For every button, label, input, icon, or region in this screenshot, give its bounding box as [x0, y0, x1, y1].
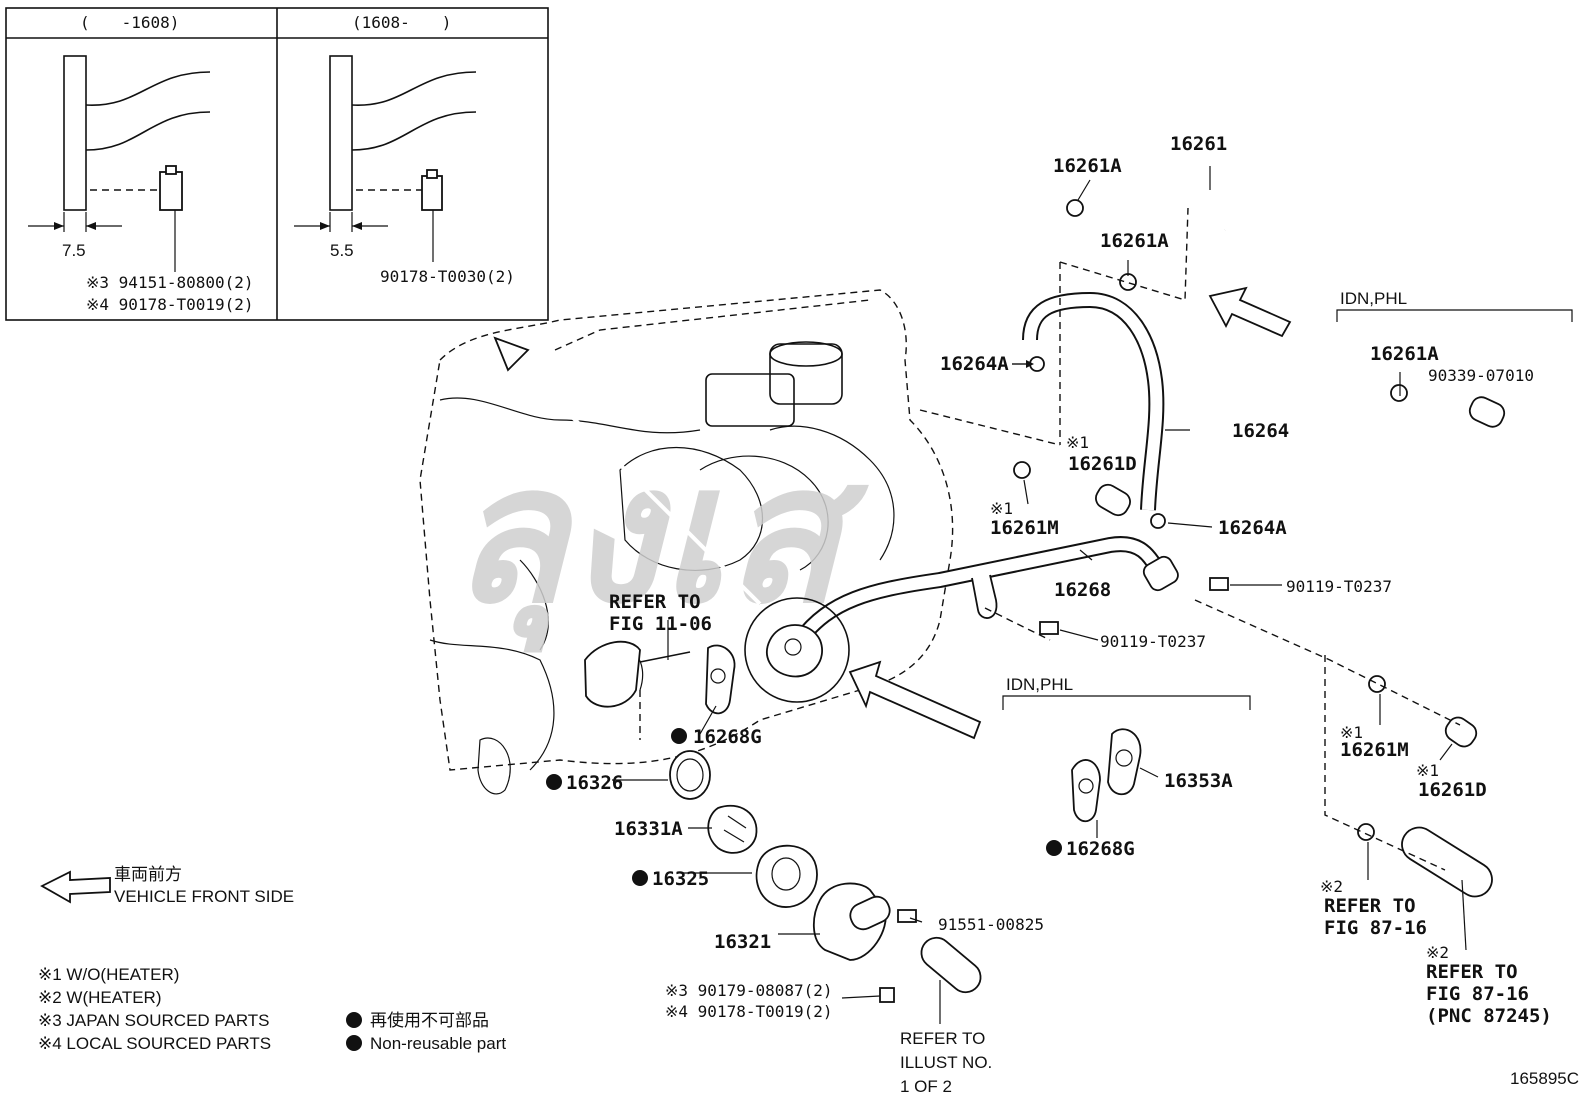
non-reusable-dot — [671, 728, 687, 744]
refer-illust-line2: ILLUST NO. — [900, 1053, 992, 1072]
legend-note-1: ※1 W/O(HEATER) — [38, 965, 179, 984]
label-16268g-box: 16268G — [1066, 838, 1135, 860]
label-16353a: 16353A — [1164, 770, 1233, 792]
coolant-hoses — [744, 174, 1506, 994]
label-16261d-right: 16261D — [1418, 779, 1487, 801]
bolt-icon — [421, 175, 443, 211]
dashed-reference-lines — [639, 207, 1461, 871]
non-reusable-dot — [632, 870, 648, 886]
clamp-icon — [1119, 273, 1137, 291]
note-mark-1b: ※1 — [990, 499, 1013, 518]
clamp-icon — [1013, 461, 1031, 479]
non-reusable-dot — [346, 1012, 362, 1028]
label-16261m: 16261M — [990, 517, 1059, 539]
non-reusable-dot — [546, 774, 562, 790]
inset-left-illustration: 7.5 ※3 94151-80800(2) ※4 90178-T0019(2) — [28, 55, 254, 314]
thermostat-assembly — [584, 577, 1229, 1003]
legend-note-3: ※3 JAPAN SOURCED PARTS — [38, 1011, 270, 1030]
clamp-icon — [1357, 823, 1375, 841]
label-16325: 16325 — [652, 868, 709, 890]
note-mark-1a: ※1 — [1066, 433, 1089, 452]
refer-illust-line3: 1 OF 2 — [900, 1077, 952, 1096]
legend-nonreusable-en: Non-reusable part — [370, 1034, 506, 1053]
label-90179: ※3 90179-08087(2) — [665, 981, 833, 1000]
refer-fig-1106-line2: FIG 11-06 — [609, 613, 712, 635]
leader-lines — [612, 166, 1467, 1024]
label-90119-right: 90119-T0237 — [1286, 577, 1392, 596]
refer-fig-1106-line1: REFER TO — [609, 591, 701, 613]
refer-fig-8716-a-line2: FIG 87-16 — [1324, 917, 1427, 939]
legend-front-jp: 車両前方 — [114, 865, 182, 884]
bolt-icon — [897, 909, 917, 923]
clamp-icon — [1150, 513, 1166, 529]
legend-note-4: ※4 LOCAL SOURCED PARTS — [38, 1034, 271, 1053]
inset-right-part: 90178-T0030(2) — [380, 267, 515, 286]
note-mark-2a: ※2 — [1320, 877, 1343, 896]
refer-fig-8716-b-line2: FIG 87-16 — [1426, 983, 1529, 1005]
inset-right-period: (1608- ) — [352, 13, 451, 32]
label-90339: 90339-07010 — [1428, 366, 1534, 385]
inset-right-illustration: 5.5 90178-T0030(2) — [294, 55, 515, 286]
label-16331a: 16331A — [614, 818, 683, 840]
inset-left-part-2: ※4 90178-T0019(2) — [86, 295, 254, 314]
label-16261m-right: 16261M — [1340, 739, 1409, 761]
legend-nonreusable-jp: 再使用不可部品 — [370, 1010, 489, 1030]
label-16264a-top: 16264A — [940, 353, 1009, 375]
inset-panel: ( -1608) (1608- ) 7.5 ※3 94151-80800(2) … — [5, 7, 549, 321]
legend: 車両前方 VEHICLE FRONT SIDE ※1 W/O(HEATER) ※… — [38, 865, 506, 1053]
label-16261a-mid: 16261A — [1100, 230, 1169, 252]
bolt-icon — [1209, 577, 1229, 591]
clamp-icon — [1066, 199, 1084, 217]
bolt-icon — [1039, 621, 1059, 635]
clamp-icon — [1390, 384, 1408, 402]
illustration-id: 165895C — [1510, 1069, 1579, 1088]
label-90119-mid: 90119-T0237 — [1100, 632, 1206, 651]
non-reusable-dot — [346, 1035, 362, 1051]
clamp-icon — [1368, 675, 1386, 693]
label-91551: 91551-00825 — [938, 915, 1044, 934]
label-16261d: 16261D — [1068, 453, 1137, 475]
watermark: ลุงเส — [450, 424, 869, 653]
nut-icon — [879, 987, 895, 1003]
note-mark-1c: ※1 — [1340, 723, 1363, 742]
refer-illust-line1: REFER TO — [900, 1029, 985, 1048]
bolt-icon — [159, 171, 183, 211]
refer-fig-8716-b-line1: REFER TO — [1426, 961, 1518, 983]
inset-left-dimension: 7.5 — [62, 241, 86, 260]
legend-front-en: VEHICLE FRONT SIDE — [114, 887, 294, 906]
label-90178: ※4 90178-T0019(2) — [665, 1002, 833, 1021]
label-16268: 16268 — [1054, 579, 1111, 601]
label-16264: 16264 — [1232, 420, 1289, 442]
label-16261a-box: 16261A — [1370, 343, 1439, 365]
engine-block-illustration — [419, 289, 954, 795]
direction-arrows — [40, 286, 1292, 904]
label-16321: 16321 — [714, 931, 771, 953]
label-16268g: 16268G — [693, 726, 762, 748]
inset-left-part-1: ※3 94151-80800(2) — [86, 273, 254, 292]
label-16326: 16326 — [566, 772, 623, 794]
refer-fig-8716-b-line3: (PNC 87245) — [1426, 1005, 1552, 1027]
label-16261: 16261 — [1170, 133, 1227, 155]
note-mark-1d: ※1 — [1416, 761, 1439, 780]
non-reusable-dot — [1046, 840, 1062, 856]
label-idn-phl-top: IDN,PHL — [1340, 289, 1407, 308]
inset-right-dimension: 5.5 — [330, 241, 354, 260]
label-16264a-bottom: 16264A — [1218, 517, 1287, 539]
note-mark-2b: ※2 — [1426, 943, 1449, 962]
label-16261a-top: 16261A — [1053, 155, 1122, 177]
part-labels: 16261 16261A 16261A 16264A 16264 ※1 1626… — [546, 133, 1552, 1096]
legend-note-2: ※2 W(HEATER) — [38, 988, 161, 1007]
refer-fig-8716-a-line1: REFER TO — [1324, 895, 1416, 917]
label-idn-phl-mid: IDN,PHL — [1006, 675, 1073, 694]
inset-left-period: ( -1608) — [80, 13, 179, 32]
region-brackets — [1002, 309, 1573, 710]
